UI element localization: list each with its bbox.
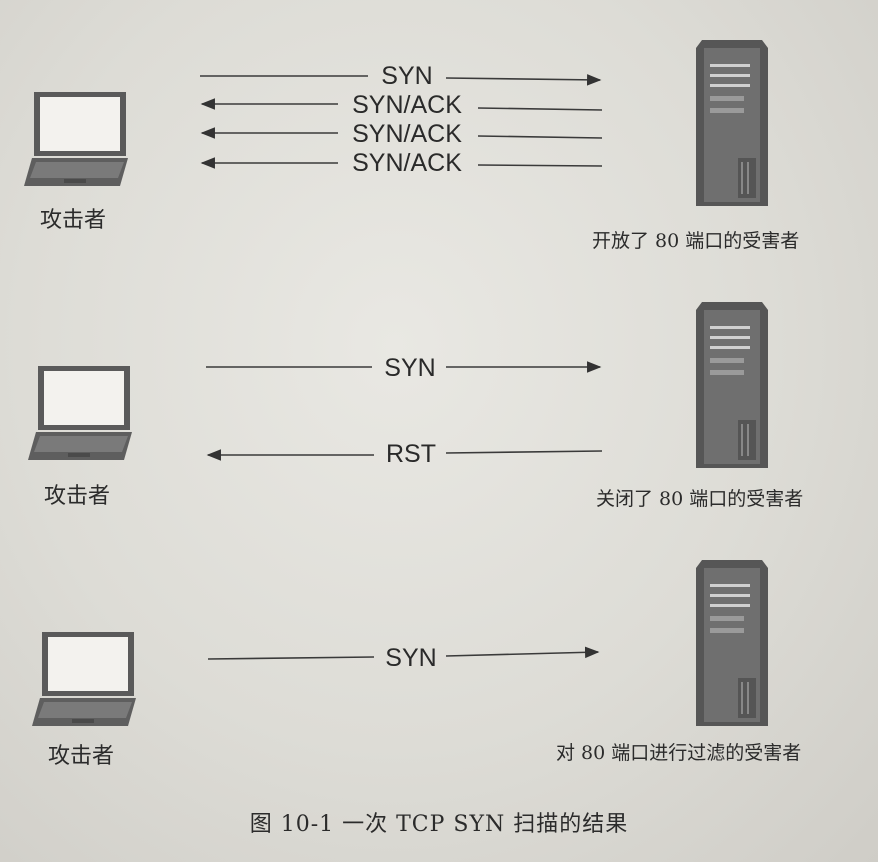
- server-tower-icon: [694, 300, 770, 470]
- message-label: SYN: [381, 62, 432, 90]
- victim-label: 开放了 80 端口的受害者: [592, 230, 800, 252]
- victim-label: 对 80 端口进行过滤的受害者: [556, 742, 802, 764]
- attacker-label: 攻击者: [48, 744, 115, 769]
- message-arrow-syn-ack: SYN/ACK: [200, 149, 603, 177]
- message-label: SYN/ACK: [352, 91, 462, 119]
- laptop-icon: [30, 628, 140, 728]
- message-arrow-syn-ack: SYN/ACK: [200, 91, 603, 119]
- server-tower-icon: [694, 558, 770, 728]
- message-label: SYN/ACK: [352, 120, 462, 148]
- message-label: SYN: [384, 354, 435, 382]
- message-arrow-syn: SYN: [206, 354, 602, 382]
- laptop-icon: [22, 88, 132, 188]
- attacker-label: 攻击者: [40, 208, 107, 233]
- server-tower-icon: [694, 38, 770, 208]
- attacker-label: 攻击者: [44, 484, 111, 509]
- laptop-icon: [26, 362, 136, 462]
- message-arrow-syn: SYN: [200, 62, 602, 90]
- figure-caption: 图 10-1 一次 TCP SYN 扫描的结果: [249, 812, 629, 837]
- message-label: RST: [386, 440, 436, 468]
- message-label: SYN/ACK: [352, 149, 462, 177]
- message-arrow-rst: RST: [206, 440, 603, 468]
- message-label: SYN: [385, 644, 436, 672]
- message-arrow-syn-ack: SYN/ACK: [200, 120, 603, 148]
- message-arrow-syn: SYN: [207, 644, 600, 672]
- victim-label: 关闭了 80 端口的受害者: [596, 488, 804, 510]
